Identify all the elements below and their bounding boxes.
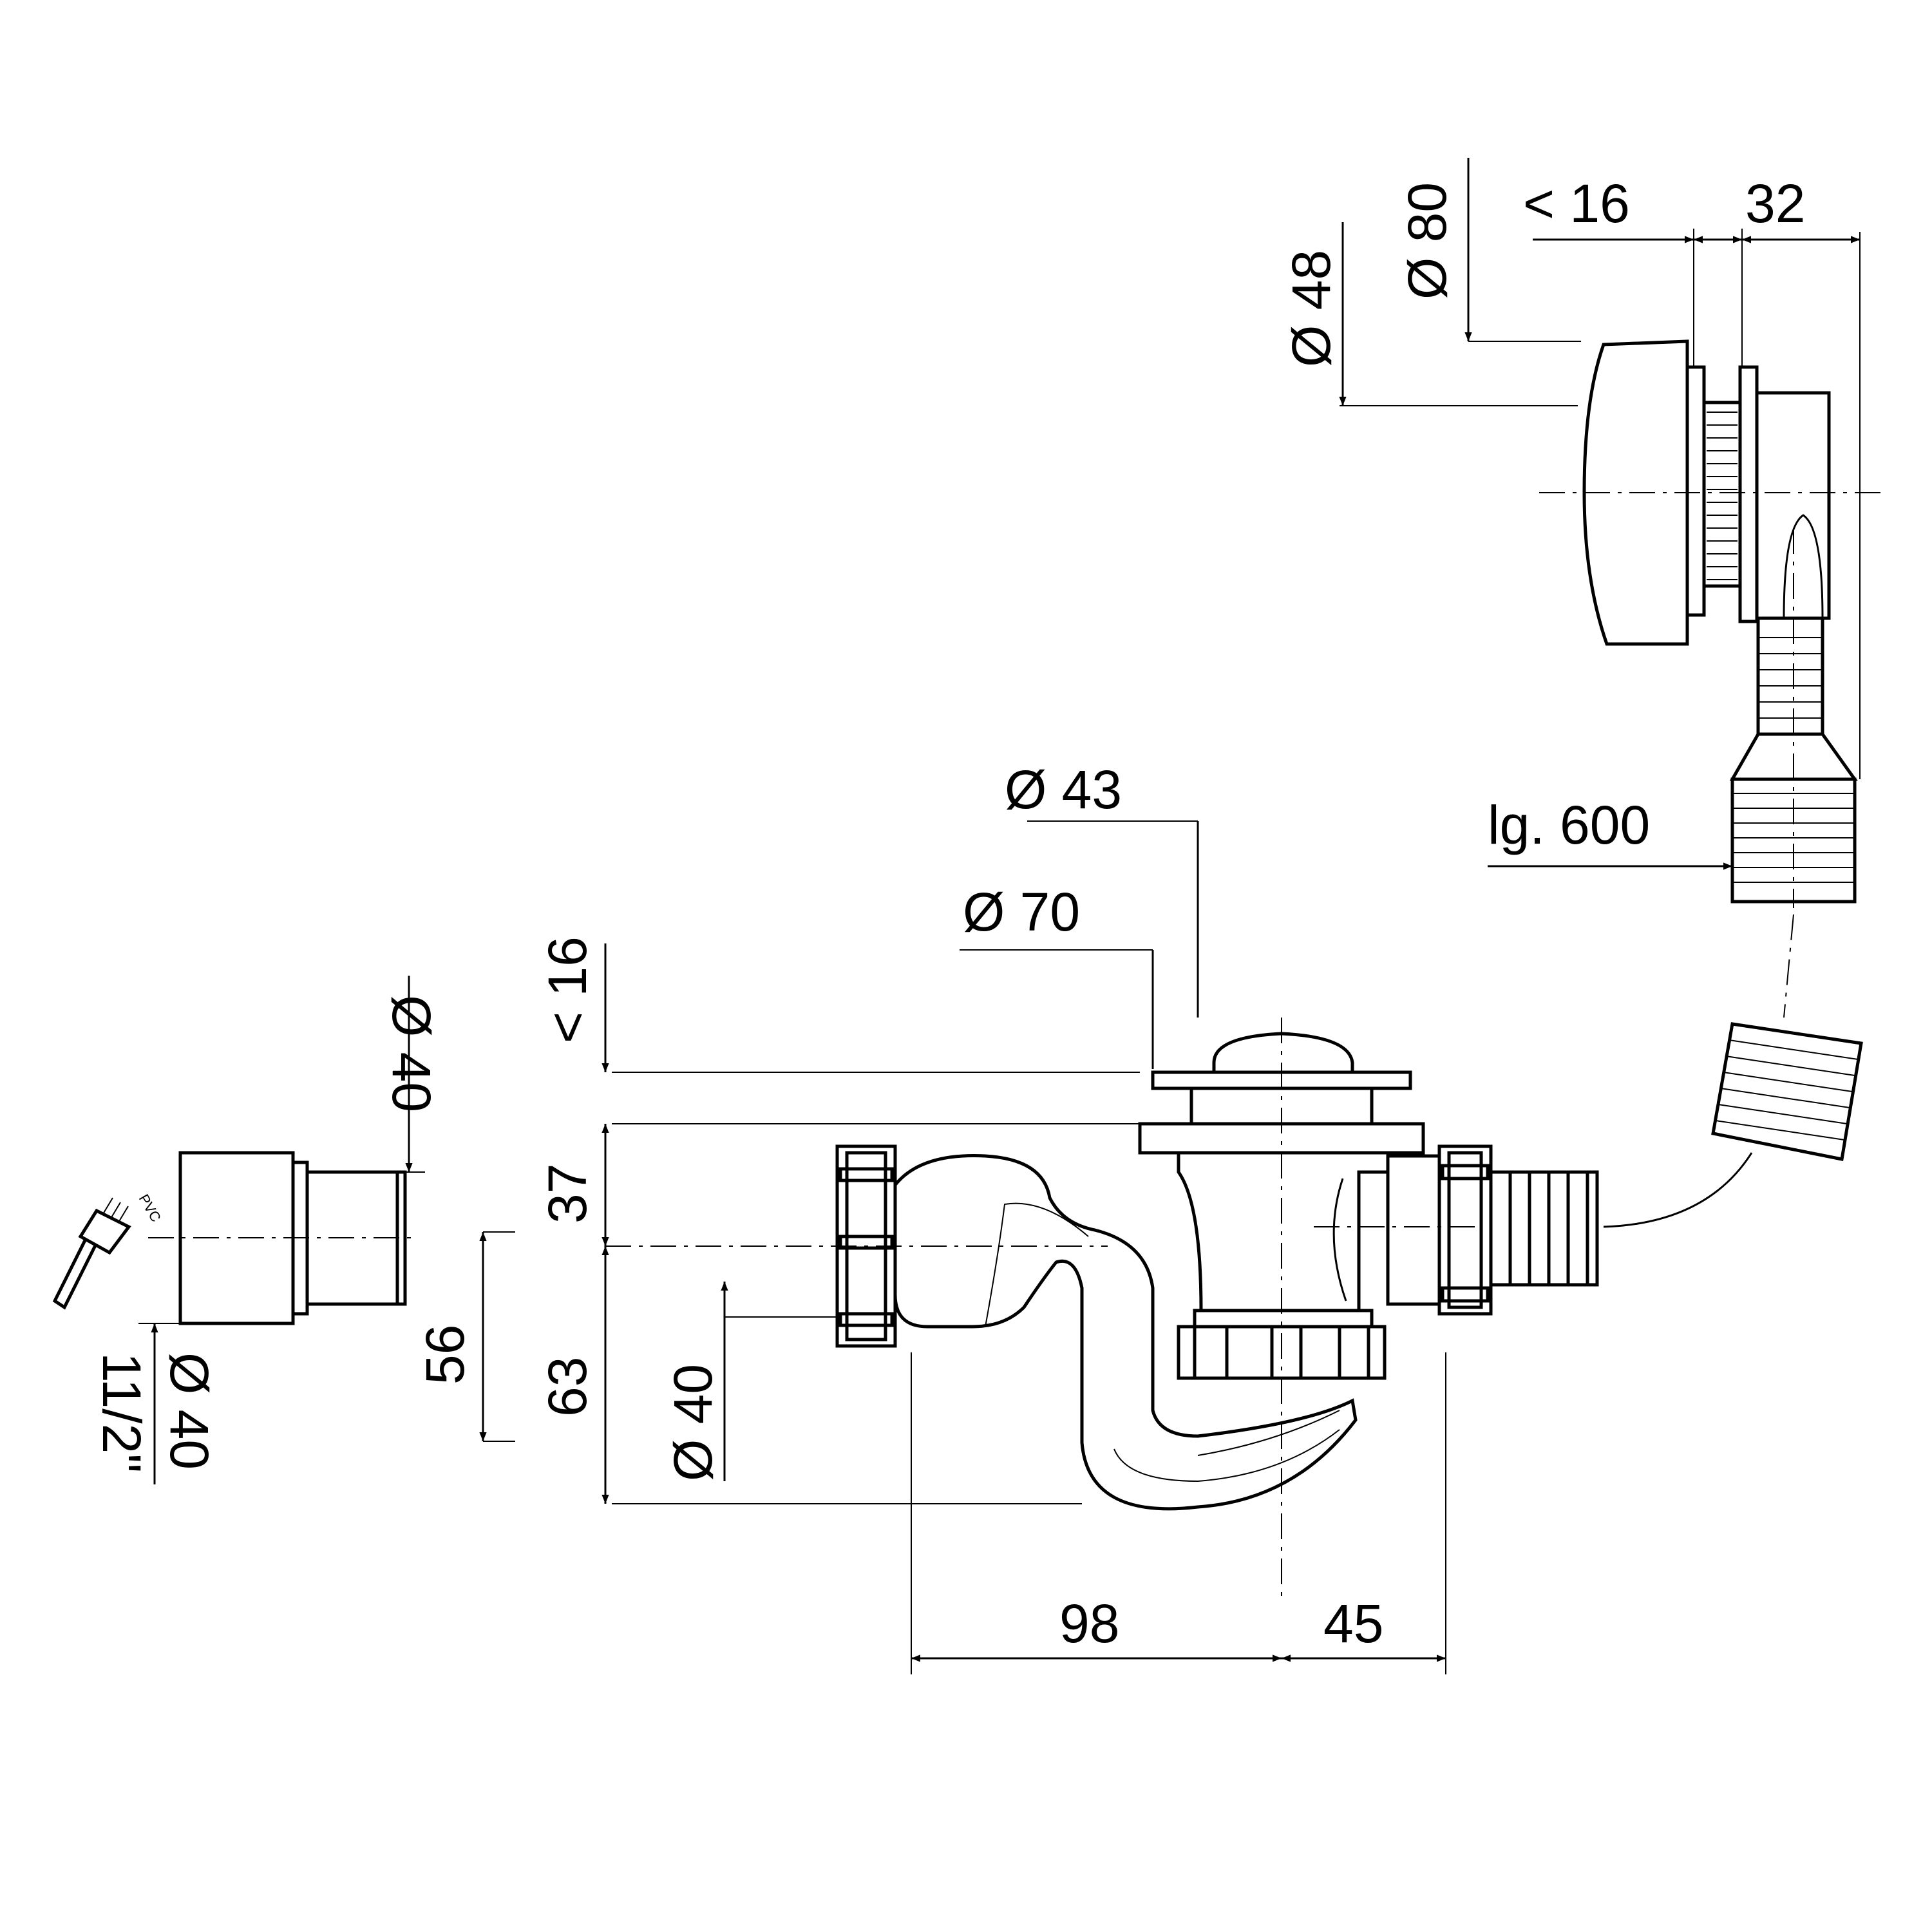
waste-height-label: 37 — [537, 1164, 598, 1224]
trap-tube — [893, 1154, 1358, 1511]
overflow-hose-lower — [1711, 1022, 1863, 1161]
glue-brush-icon — [52, 1197, 131, 1310]
adapter-bottom-dia-label: Ø 40 — [159, 1352, 220, 1470]
overflow-cap-dia-label: Ø 80 — [1397, 182, 1457, 299]
waste-body — [1177, 1151, 1390, 1312]
waste-flange-dia-label: Ø 70 — [963, 882, 1080, 942]
overflow-inner-dia-label: Ø 48 — [1281, 250, 1341, 367]
outlet-dia-label: Ø 40 — [663, 1364, 723, 1481]
pvc-adapter: PVC Ø 40 Ø 40 11/2" — [52, 976, 442, 1484]
side-branch — [1386, 1154, 1441, 1306]
hose-length-label: lg. 600 — [1488, 795, 1650, 855]
overflow-nut — [1738, 365, 1759, 623]
side-length-label: 45 — [1323, 1593, 1383, 1654]
side-thread — [1489, 1170, 1599, 1287]
horizontal-length-label: 98 — [1059, 1593, 1119, 1654]
overflow-length-label: 32 — [1745, 173, 1805, 234]
outlet-height-label: 56 — [415, 1325, 475, 1385]
waste-depth-label: < 16 — [537, 936, 598, 1043]
waste-assembly: Ø 43 Ø 70 < 16 37 63 56 Ø 40 98 45 — [415, 759, 1599, 1674]
trap-height-label: 63 — [537, 1357, 598, 1417]
overflow-thread — [1702, 401, 1742, 588]
popup-head — [1212, 1032, 1354, 1074]
overflow-plate — [1685, 365, 1706, 617]
pvc-marking: PVC — [136, 1191, 164, 1225]
overflow-elbow — [1755, 391, 1831, 620]
waste-head-dia-label: Ø 43 — [1005, 759, 1122, 820]
overflow-assembly: < 16 32 Ø 80 Ø 48 lg. 600 — [1281, 158, 1887, 1228]
side-union-nut — [1437, 1144, 1493, 1316]
adapter-top-dia-label: Ø 40 — [381, 995, 442, 1112]
adapter-thread-label: 11/2" — [91, 1352, 152, 1473]
overflow-depth-label: < 16 — [1523, 173, 1630, 234]
